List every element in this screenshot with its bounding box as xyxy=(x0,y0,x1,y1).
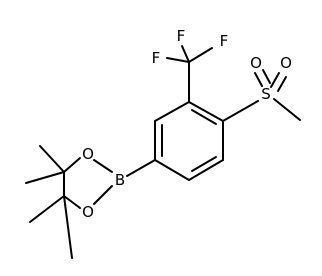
bond xyxy=(126,159,156,177)
atom-f-top: F xyxy=(177,27,186,45)
atom-f-left: F xyxy=(152,49,161,67)
atom-b: B xyxy=(115,171,125,189)
bond xyxy=(154,159,190,181)
double-bond xyxy=(262,69,271,84)
atom-o-left: O xyxy=(250,54,262,72)
atom-s: S xyxy=(261,85,271,103)
atom-o-ring-top: O xyxy=(82,145,94,163)
methylsulfonyl-group: S O O xyxy=(222,54,301,122)
double-bond-inner xyxy=(191,109,217,125)
pinacol-boronate-group: B O O xyxy=(25,145,156,259)
bond xyxy=(63,157,81,173)
atom-o-right: O xyxy=(280,54,292,72)
methyl-bond xyxy=(29,195,65,223)
bond xyxy=(222,100,259,122)
methyl-bond xyxy=(39,145,65,173)
methyl-bond xyxy=(63,195,73,259)
methyl-bond xyxy=(25,171,65,184)
bond xyxy=(188,47,213,63)
double-bond-inner xyxy=(191,156,217,172)
bond xyxy=(188,101,224,122)
benzene-ring xyxy=(154,101,224,181)
bond xyxy=(93,159,113,173)
bond xyxy=(273,98,301,121)
bond xyxy=(93,185,113,205)
double-bond xyxy=(254,72,263,87)
bond xyxy=(166,57,190,63)
double-bond xyxy=(277,76,287,92)
bond xyxy=(154,101,190,122)
double-bond xyxy=(270,72,280,88)
bond xyxy=(181,45,190,63)
bond xyxy=(63,195,81,209)
trifluoromethyl-group: F F F xyxy=(152,27,229,103)
bond xyxy=(188,159,224,181)
atom-f-right: F xyxy=(220,32,229,50)
atom-o-ring-bottom: O xyxy=(82,203,94,221)
